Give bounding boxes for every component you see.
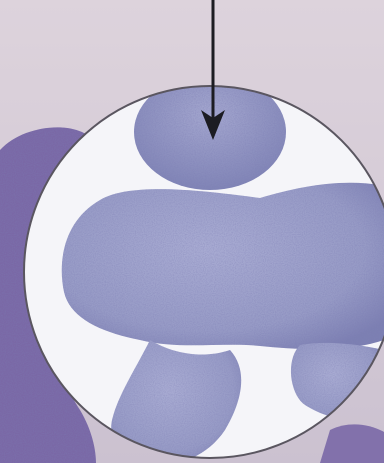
cell-main-body [62,183,384,349]
arrow-down-icon [201,0,225,140]
